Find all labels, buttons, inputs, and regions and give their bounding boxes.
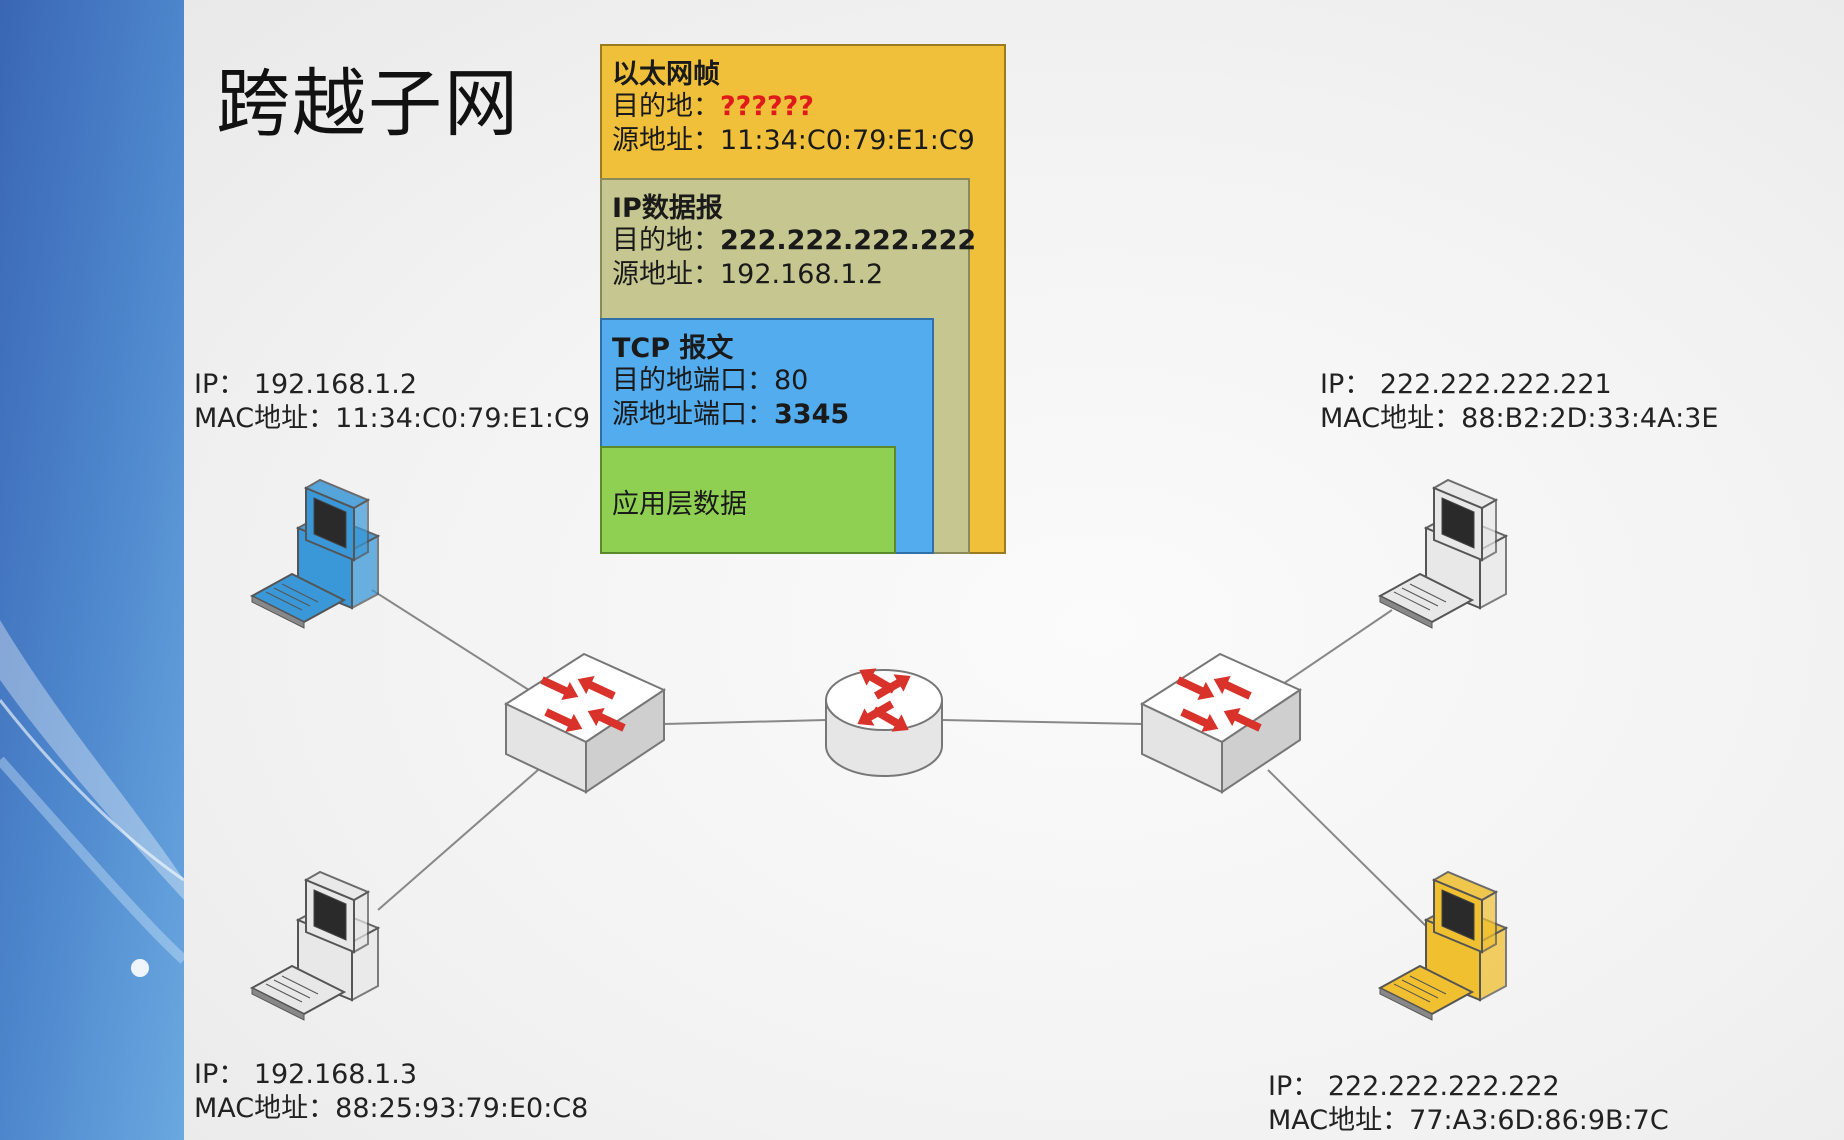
link-switch-left-router [663, 719, 827, 725]
computer-host-d-icon [1379, 871, 1507, 1021]
tcp-dest-port-value: 80 [774, 365, 809, 396]
host-c-mac: MAC地址：88:B2:2D:33:4A:3E [1320, 403, 1719, 434]
host-a-mac: MAC地址：11:34:C0:79:E1:C9 [194, 403, 590, 434]
ip-src-label: 源地址： [612, 259, 720, 290]
host-c-ip: IP： 222.222.222.221 [1320, 369, 1612, 400]
tcp-dest-port: 目的地端口：80 [612, 358, 808, 397]
tcp-heading: TCP 报文 [612, 333, 734, 364]
application-data-box: 应用层数据 [600, 446, 896, 554]
ip-heading: IP数据报 [612, 193, 723, 224]
computer-host-c-icon [1379, 479, 1507, 629]
link-switch-right-host-c [1273, 609, 1393, 691]
host-d-mac: MAC地址：77:A3:6D:86:9B:7C [1268, 1105, 1669, 1136]
ethernet-dest-value: ?????? [720, 91, 814, 122]
network-links [371, 589, 1433, 933]
slide-canvas [184, 0, 1844, 1140]
host-a-ip: IP： 192.168.1.2 [194, 369, 418, 400]
host-b-ip: IP： 192.168.1.3 [194, 1059, 418, 1090]
ip-dest: 目的地：222.222.222.222 [612, 218, 976, 257]
app-heading: 应用层数据 [612, 489, 747, 520]
tcp-src-port-label: 源地址端口： [612, 399, 774, 430]
link-switch-right-host-d [1267, 769, 1433, 933]
ip-dest-value: 222.222.222.222 [720, 225, 977, 256]
slide-title: 跨越子网 [216, 61, 520, 147]
ethernet-src-label: 源地址： [612, 125, 720, 156]
switch-left-icon [503, 652, 667, 794]
ethernet-heading: 以太网帧 [612, 59, 720, 90]
ethernet-src: 源地址：11:34:C0:79:E1:C9 [612, 118, 975, 157]
ip-src: 源地址：192.168.1.2 [612, 252, 883, 291]
host-a-label: IP： 192.168.1.2 MAC地址：11:34:C0:79:E1:C9 [194, 368, 590, 436]
ethernet-dest: 目的地：?????? [612, 84, 814, 123]
host-d-label: IP： 222.222.222.222 MAC地址：77:A3:6D:86:9B… [1268, 1070, 1669, 1138]
ethernet-dest-label: 目的地： [612, 91, 720, 122]
tcp-dest-port-label: 目的地端口： [612, 365, 774, 396]
ip-src-value: 192.168.1.2 [720, 259, 884, 290]
link-host-a-switch-left [371, 589, 533, 693]
host-d-ip: IP： 222.222.222.222 [1268, 1071, 1560, 1102]
link-router-switch-right [941, 719, 1145, 725]
ip-dest-label: 目的地： [612, 225, 720, 256]
switch-right-icon [1139, 652, 1303, 794]
link-host-b-switch-left [377, 769, 539, 911]
tcp-src-port: 源地址端口：3345 [612, 392, 849, 431]
ethernet-src-value: 11:34:C0:79:E1:C9 [720, 125, 975, 156]
tcp-src-port-value: 3345 [774, 399, 850, 430]
computer-host-b-icon [251, 871, 379, 1021]
host-b-mac: MAC地址：88:25:93:79:E0:C8 [194, 1093, 589, 1124]
router-icon [825, 661, 943, 777]
decorative-sidebar [0, 0, 184, 1140]
host-c-label: IP： 222.222.222.221 MAC地址：88:B2:2D:33:4A… [1320, 368, 1718, 436]
computer-host-a-icon [251, 479, 379, 629]
host-b-label: IP： 192.168.1.3 MAC地址：88:25:93:79:E0:C8 [194, 1058, 588, 1126]
